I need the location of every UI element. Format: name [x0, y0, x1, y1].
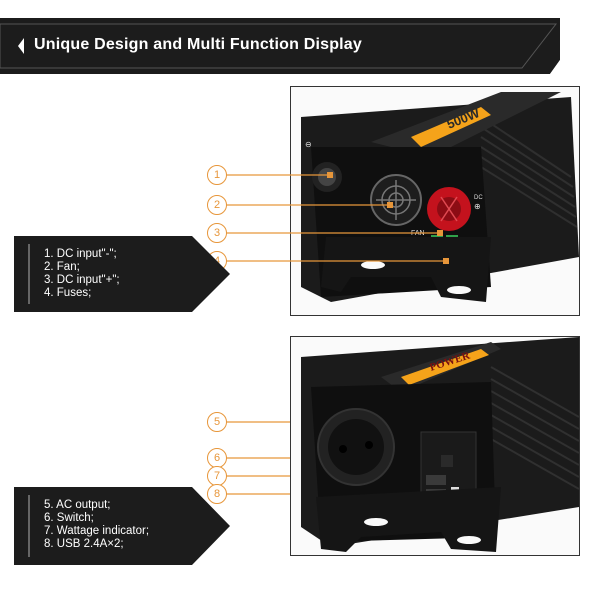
header-banner: Unique Design and Multi Function Display — [0, 18, 600, 74]
feature-item: 8. USB 2.4A×2; — [44, 538, 124, 550]
feature-list-top: 1. DC input"-"; 2. Fan; 3. DC input"+"; … — [14, 236, 230, 312]
fan-label: FAN — [411, 230, 425, 237]
feature-item: 4. Fuses; — [44, 287, 92, 299]
feature-item: 6. Switch; — [44, 512, 94, 524]
dc-label: DC — [474, 195, 483, 201]
callout-number: 8 — [207, 484, 227, 504]
product-photo-top: 500W FAN DC ⊕ ⊖ — [290, 86, 580, 316]
callout-2: 2 — [207, 195, 227, 215]
feature-item: 5. AC output; — [44, 499, 111, 511]
callout-6: 6 — [207, 448, 227, 468]
callout-number: 6 — [207, 448, 227, 468]
banner-title: Unique Design and Multi Function Display — [34, 36, 363, 53]
callout-1: 1 — [207, 165, 227, 185]
arrow-left-icon — [18, 38, 24, 54]
callout-number: 3 — [207, 223, 227, 243]
feature-item: 7. Wattage indicator; — [44, 525, 150, 537]
callout-number: 2 — [207, 195, 227, 215]
feature-item: 2. Fan; — [44, 261, 80, 273]
callout-5: 5 — [207, 412, 227, 432]
product-photo-bottom: POWER — [290, 336, 580, 556]
callout-3: 3 — [207, 223, 227, 243]
callout-number: 7 — [207, 466, 227, 486]
callout-number: 1 — [207, 165, 227, 185]
banner-background — [0, 18, 600, 74]
callout-8: 8 — [207, 484, 227, 504]
callout-7: 7 — [207, 466, 227, 486]
callout-number: 5 — [207, 412, 227, 432]
feature-item: 1. DC input"-"; — [44, 248, 117, 260]
feature-item: 3. DC input"+"; — [44, 274, 120, 286]
feature-list-bottom: 5. AC output; 6. Switch; 7. Wattage indi… — [14, 487, 230, 565]
dc-minus-symbol: ⊖ — [305, 140, 312, 149]
dc-plus-symbol: ⊕ — [474, 202, 481, 211]
